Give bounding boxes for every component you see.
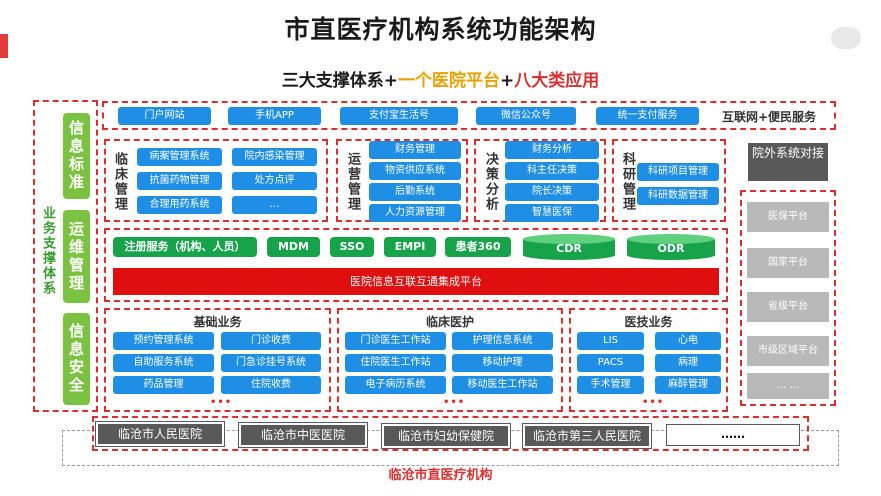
- subtitle-plus-1: +: [383, 71, 398, 91]
- medtech-more-dots: •••: [642, 397, 665, 408]
- subtitle-plus-2: +: [500, 71, 515, 91]
- clinical-mgmt-item-5: 合理用药系统: [137, 196, 222, 214]
- medtech-item-6: 麻醉管理: [655, 376, 721, 394]
- hospitals-frame: [92, 416, 809, 451]
- research-label: 科研管理: [620, 152, 635, 212]
- clinical-item-4: 移动护理: [452, 354, 553, 372]
- support-system-frame: [33, 100, 98, 412]
- clinical-more-dots: •••: [443, 397, 466, 408]
- external-item-national: 国家平台: [747, 248, 829, 278]
- decision-item-3: 院长决策: [505, 183, 599, 201]
- clinical-mgmt-label: 临床管理: [112, 152, 127, 212]
- clinical-care-frame: [337, 308, 563, 412]
- internet-item-payment: 统一支付服务: [596, 107, 699, 125]
- operation-item-4: 人力资源管理: [369, 204, 461, 222]
- odr-database-icon: [627, 234, 715, 260]
- operation-item-1: 财务管理: [369, 141, 461, 159]
- medtech-frame: [569, 308, 728, 412]
- internet-services-label: 互联网+便民服务: [722, 110, 817, 124]
- cdr-database-icon: [523, 234, 615, 260]
- external-item-more: … …: [747, 373, 829, 399]
- internet-services-frame: [102, 101, 836, 130]
- basic-business-frame: [104, 308, 331, 412]
- clinical-mgmt-item-2: 院内感染管理: [232, 148, 317, 166]
- external-systems-frame: [740, 190, 836, 406]
- medtech-item-1: LIS: [577, 332, 644, 350]
- database-icons: [523, 234, 715, 260]
- clinical-item-2: 护理信息系统: [452, 332, 553, 350]
- platform-frame: [104, 228, 728, 302]
- external-item-municipal: 市级区域平台: [747, 336, 829, 366]
- decision-item-2: 科主任决策: [505, 162, 599, 180]
- clinical-mgmt-item-3: 抗菌药物管理: [137, 172, 222, 190]
- support-item-security: 信息安全: [63, 313, 90, 405]
- hospital-1: 临沧市人民医院: [95, 421, 225, 447]
- platform-service-sso: SSO: [330, 237, 374, 257]
- internet-item-app: 手机APP: [228, 107, 321, 125]
- platform-service-registry: 注册服务（机构、人员）: [113, 237, 257, 257]
- platform-service-mdm: MDM: [267, 237, 320, 257]
- clinical-item-6: 移动医生工作站: [452, 376, 553, 394]
- external-systems-header: 院外系统对接: [748, 143, 828, 181]
- clinical-mgmt-item-1: 病案管理系统: [137, 148, 222, 166]
- support-system-label: 业务支撑体系: [40, 206, 55, 296]
- basic-business-title: 基础业务: [193, 315, 242, 329]
- internet-item-wechat: 微信公众号: [476, 107, 576, 125]
- hospital-3: 临沧市妇幼保健院: [381, 423, 511, 449]
- clinical-item-5: 电子病历系统: [345, 376, 446, 394]
- subtitle-part-3: 八大类应用: [514, 71, 600, 91]
- hospital-2: 临沧市中医医院: [238, 422, 368, 448]
- platform-service-patient360: 患者360: [445, 237, 511, 257]
- basic-item-1: 预约管理系统: [113, 332, 214, 350]
- clinical-item-1: 门诊医生工作站: [345, 332, 446, 350]
- medtech-title: 医技业务: [624, 315, 673, 329]
- subtitle-part-2: 一个医院平台: [398, 71, 500, 91]
- basic-item-6: 住院收费: [221, 376, 321, 394]
- odr-label: ODR: [657, 242, 685, 255]
- research-item-2: 科研数据管理: [637, 187, 719, 205]
- cdr-label: CDR: [556, 242, 582, 255]
- internet-item-portal: 门户网站: [118, 107, 211, 125]
- decision-label: 决策分析: [483, 152, 498, 212]
- page-title: 市直医疗机构系统功能架构: [284, 15, 597, 44]
- left-accent-bar: [0, 34, 8, 58]
- basic-item-2: 门诊收费: [221, 332, 321, 350]
- page-subtitle: 三大支撑体系+一个医院平台+八大类应用: [0, 66, 881, 91]
- clinical-care-title: 临床医护: [425, 315, 474, 329]
- medtech-item-2: 心电: [655, 332, 721, 350]
- external-item-provincial: 省级平台: [747, 292, 829, 322]
- research-frame: [612, 139, 726, 222]
- external-item-insurance: 医保平台: [747, 202, 829, 232]
- hospital-more: ……: [666, 424, 800, 446]
- basic-item-5: 药品管理: [113, 376, 214, 394]
- decision-item-1: 财务分析: [505, 141, 599, 159]
- support-item-ops: 运维管理: [63, 210, 90, 303]
- subtitle-part-1: 三大支撑体系: [281, 71, 384, 91]
- internet-item-alipay: 支付宝生活号: [340, 107, 458, 125]
- clinical-mgmt-item-4: 处方点评: [232, 172, 317, 190]
- operation-item-3: 后勤系统: [369, 183, 461, 201]
- operation-mgmt-label: 运营管理: [345, 152, 360, 212]
- operation-item-2: 物资供应系统: [369, 162, 461, 180]
- basic-item-3: 自助服务系统: [113, 354, 214, 372]
- support-item-standard: 信息标准: [63, 113, 90, 199]
- medtech-item-5: 手术管理: [577, 376, 644, 394]
- medtech-item-4: 病理: [655, 354, 721, 372]
- research-item-1: 科研项目管理: [637, 163, 719, 181]
- clinical-mgmt-item-6: …: [232, 196, 317, 214]
- basic-more-dots: •••: [210, 397, 233, 408]
- clinical-mgmt-frame: [104, 139, 328, 222]
- corner-decoration: [831, 27, 861, 49]
- decision-item-4: 智慧医保: [505, 204, 599, 222]
- integration-platform-bar: 医院信息互联互通集成平台: [113, 268, 719, 295]
- clinical-item-3: 住院医生工作站: [345, 354, 446, 372]
- institutions-label: 临沧市直医疗机构: [388, 468, 493, 483]
- platform-service-empi: EMPI: [384, 237, 436, 257]
- hospital-4: 临沧市第三人民医院: [522, 423, 652, 449]
- basic-item-4: 门急诊挂号系统: [221, 354, 321, 372]
- medtech-item-3: PACS: [577, 354, 644, 372]
